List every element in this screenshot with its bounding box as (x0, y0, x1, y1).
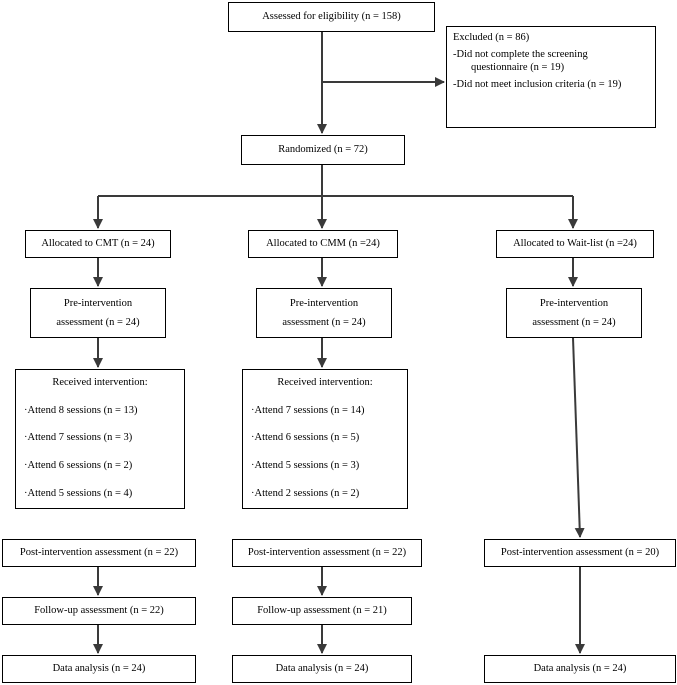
cmm-allocation-text: Allocated to CMM (n =24) (266, 238, 380, 250)
cmt-received-box: Received intervention: ·Attend 8 session… (15, 369, 185, 509)
cmt-received-title: Received intervention: (52, 377, 148, 388)
cmt-session-item: ·Attend 5 sessions (n = 4) (24, 487, 133, 499)
excluded-box: Excluded (n = 86) -Did not complete the … (446, 26, 656, 128)
waitlist-post-text: Post-intervention assessment (n = 20) (500, 547, 660, 559)
cmm-followup-box: Follow-up assessment (n = 21) (232, 597, 412, 625)
cmm-session-item: ·Attend 5 sessions (n = 3) (251, 460, 360, 472)
randomized-box: Randomized (n = 72) (241, 135, 405, 165)
waitlist-allocation-box: Allocated to Wait-list (n =24) (496, 230, 654, 258)
eligibility-text: Assessed for eligibility (n = 158) (262, 11, 401, 23)
eligibility-box: Assessed for eligibility (n = 158) (228, 2, 435, 32)
cmt-allocation-text: Allocated to CMT (n = 24) (41, 238, 155, 250)
cmm-followup-text: Follow-up assessment (n = 21) (257, 605, 387, 617)
cmm-received-title: Received intervention: (277, 377, 373, 388)
cmt-session-item: ·Attend 8 sessions (n = 13) (24, 404, 138, 416)
excluded-reason-2: -Did not meet inclusion criteria (n = 19… (453, 79, 622, 91)
randomized-text: Randomized (n = 72) (278, 144, 368, 156)
excluded-reason-1: -Did not complete the screening (453, 49, 588, 61)
cmt-followup-box: Follow-up assessment (n = 22) (2, 597, 196, 625)
cmm-session-item: ·Attend 2 sessions (n = 2) (251, 487, 360, 499)
cmm-analysis-box: Data analysis (n = 24) (232, 655, 412, 683)
cmt-analysis-box: Data analysis (n = 24) (2, 655, 196, 683)
cmm-session-item: ·Attend 7 sessions (n = 14) (251, 404, 365, 416)
cmm-pre-line-2: assessment (n = 24) (282, 317, 366, 328)
excluded-reason-1-cont: questionnaire (n = 19) (471, 62, 565, 74)
cmm-received-box: Received intervention: ·Attend 7 session… (242, 369, 408, 509)
cmt-post-assessment-box: Post-intervention assessment (n = 22) (2, 539, 196, 567)
waitlist-pre-line-1: Pre-intervention (539, 297, 609, 309)
cmt-pre-line-2: assessment (n = 24) (56, 317, 140, 328)
cmt-allocation-box: Allocated to CMT (n = 24) (25, 230, 171, 258)
waitlist-pre-line-2: assessment (n = 24) (532, 317, 616, 328)
cmt-post-text: Post-intervention assessment (n = 22) (19, 547, 179, 559)
cmm-session-item: ·Attend 6 sessions (n = 5) (251, 432, 360, 444)
cmm-post-text: Post-intervention assessment (n = 22) (247, 547, 407, 559)
waitlist-analysis-box: Data analysis (n = 24) (484, 655, 676, 683)
cmt-analysis-text: Data analysis (n = 24) (52, 663, 146, 675)
cmm-allocation-box: Allocated to CMM (n =24) (248, 230, 398, 258)
cmm-pre-line-1: Pre-intervention (289, 297, 359, 309)
waitlist-pre-assessment-box: Pre-intervention assessment (n = 24) (506, 288, 642, 338)
arrow-waitlist-pre-to-post (572, 337, 585, 538)
cmt-followup-text: Follow-up assessment (n = 22) (34, 605, 164, 617)
cmt-pre-line-1: Pre-intervention (63, 297, 133, 309)
waitlist-allocation-text: Allocated to Wait-list (n =24) (513, 238, 637, 250)
cmm-post-assessment-box: Post-intervention assessment (n = 22) (232, 539, 422, 567)
cmt-pre-assessment-box: Pre-intervention assessment (n = 24) (30, 288, 166, 338)
cmt-session-item: ·Attend 7 sessions (n = 3) (24, 432, 133, 444)
cmt-session-item: ·Attend 6 sessions (n = 2) (24, 460, 133, 472)
waitlist-post-assessment-box: Post-intervention assessment (n = 20) (484, 539, 676, 567)
waitlist-analysis-text: Data analysis (n = 24) (533, 663, 627, 675)
excluded-title: Excluded (n = 86) (453, 32, 530, 43)
cmm-pre-assessment-box: Pre-intervention assessment (n = 24) (256, 288, 392, 338)
cmm-analysis-text: Data analysis (n = 24) (275, 663, 369, 675)
